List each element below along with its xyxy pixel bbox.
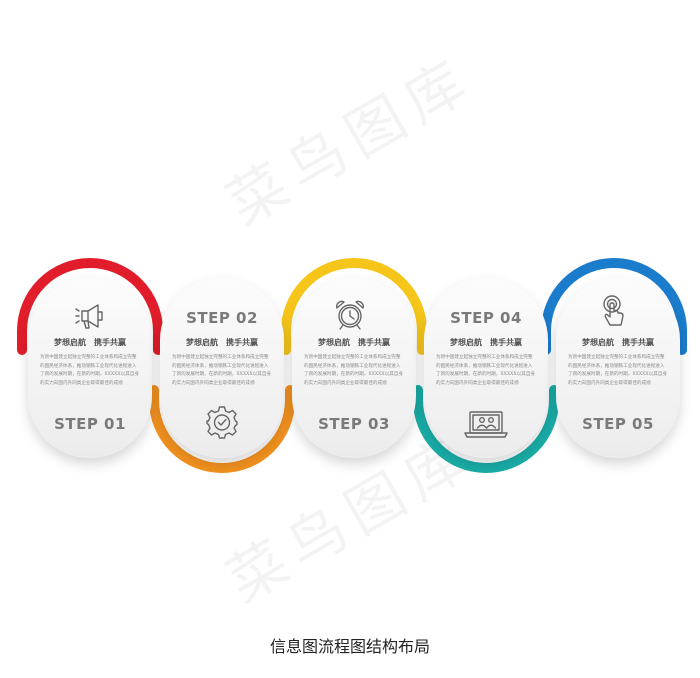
step-label-03: STEP 03	[318, 415, 390, 433]
card-body-04: 为新中国建立起独立完整的工业体系和成立完整的国民经济体系，推动钢铁工业现代化进程…	[436, 355, 536, 386]
arc-step-04	[413, 385, 559, 473]
alarm-clock-icon	[336, 300, 364, 330]
laptop-icon	[464, 411, 508, 438]
arc-step-01	[17, 258, 163, 355]
card-step-01	[28, 278, 152, 458]
card-step-02	[160, 278, 284, 458]
card-body-01: 为新中国建立起独立完整的工业体系和成立完整的国民经济体系，推动钢铁工业现代化进程…	[40, 355, 140, 386]
card-body-03: 为新中国建立起独立完整的工业体系和成立完整的国民经济体系，推动钢铁工业现代化进程…	[304, 355, 404, 386]
step-label-04: STEP 04	[450, 309, 522, 327]
step-label-05: STEP 05	[582, 415, 654, 433]
arc-step-03	[281, 258, 427, 355]
megaphone-icon	[75, 304, 103, 329]
card-title-05: 梦想启航 携手共赢	[582, 337, 654, 347]
step-label-01: STEP 01	[54, 415, 126, 433]
card-title-01: 梦想启航 携手共赢	[54, 337, 126, 347]
card-title-02: 梦想启航 携手共赢	[186, 337, 258, 347]
card-step-03	[292, 278, 416, 458]
arc-step-02	[149, 385, 295, 473]
caption: 信息图流程图结构布局	[269, 637, 430, 656]
step-label-02: STEP 02	[186, 309, 258, 327]
touch-hand-icon	[603, 295, 624, 326]
arc-step-05	[541, 258, 687, 355]
card-title-04: 梦想启航 携手共赢	[450, 337, 522, 347]
card-title-03: 梦想启航 携手共赢	[318, 337, 390, 347]
card-body-02: 为新中国建立起独立完整的工业体系和成立完整的国民经济体系，推动钢铁工业现代化进程…	[172, 355, 272, 386]
gear-check-icon	[206, 406, 238, 439]
card-step-05	[556, 278, 680, 458]
card-step-04	[424, 278, 548, 458]
card-body-05: 为新中国建立起独立完整的工业体系和成立完整的国民经济体系，推动钢铁工业现代化进程…	[568, 355, 668, 386]
